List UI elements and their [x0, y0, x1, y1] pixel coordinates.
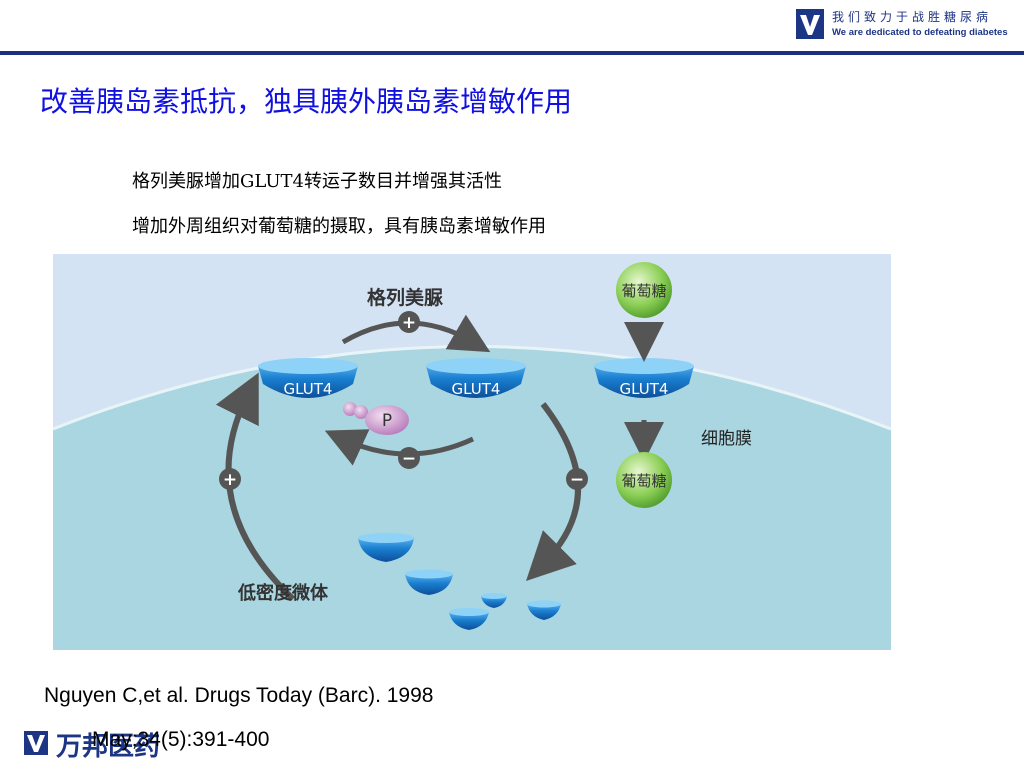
drug-label: 格列美脲	[367, 286, 443, 309]
phosphate-group: P	[343, 402, 409, 435]
plus-badge	[398, 311, 420, 333]
phosphate-label: P	[382, 411, 392, 431]
slogan-chinese: 我们致力于战胜糖尿病	[832, 10, 993, 24]
citation-line-1: Nguyen C,et al. Drugs Today (Barc). 1998	[44, 684, 434, 707]
glucose-intracellular: 葡萄糖	[616, 452, 672, 508]
vesicle-2	[405, 569, 453, 595]
plus-sign-top: +	[402, 313, 416, 333]
header-divider	[0, 51, 1024, 55]
glut4-label-2: GLUT4	[452, 380, 501, 398]
minus-badge-right	[566, 468, 588, 490]
microsome-label: 低密度微体	[237, 582, 329, 604]
vesicle-1	[358, 533, 414, 562]
minus-sign-right: −	[570, 470, 584, 490]
glut4-label-1: GLUT4	[284, 380, 333, 398]
glucose-extracellular: 葡萄糖	[616, 262, 672, 318]
slogan-english: We are dedicated to defeating diabetes	[832, 27, 1008, 38]
vesicle-4	[481, 593, 507, 608]
vesicle-5	[527, 600, 561, 620]
glut4-transporter-1: GLUT4	[258, 358, 358, 398]
brand-logo-icon	[796, 9, 824, 39]
glut4-transporter-2: GLUT4	[426, 358, 526, 398]
cytoplasm-region	[53, 346, 891, 650]
footer-logo-icon	[24, 731, 48, 755]
glut4-mechanism-diagram: 格列美脲 + − + − GLUT4 GLUT4 GLUT4 P 葡萄糖	[53, 254, 891, 650]
citation-line-2: May;34(5):391-400	[92, 728, 270, 751]
vesicle-3	[449, 608, 489, 630]
glucose-label-bottom: 葡萄糖	[621, 472, 666, 490]
plus-sign-left: +	[223, 470, 237, 490]
key-point-1: 格列美脲增加GLUT4转运子数目并增强其活性	[132, 171, 502, 192]
company-name: 万邦医药	[56, 732, 161, 762]
plus-badge-left	[219, 468, 241, 490]
glut4-label-3: GLUT4	[620, 380, 669, 398]
page-title: 改善胰岛素抵抗，独具胰外胰岛素增敏作用	[40, 85, 573, 118]
minus-badge	[398, 447, 420, 469]
membrane-label: 细胞膜	[701, 429, 752, 449]
minus-sign-bottom: −	[402, 449, 416, 469]
microsome-vesicles	[358, 533, 561, 630]
key-point-2: 增加外周组织对葡萄糖的摄取，具有胰岛素增敏作用	[132, 216, 546, 237]
recycle-up-arrow	[215, 372, 296, 602]
glucose-label-top: 葡萄糖	[621, 282, 666, 300]
glut4-transporter-3: GLUT4	[594, 358, 694, 398]
